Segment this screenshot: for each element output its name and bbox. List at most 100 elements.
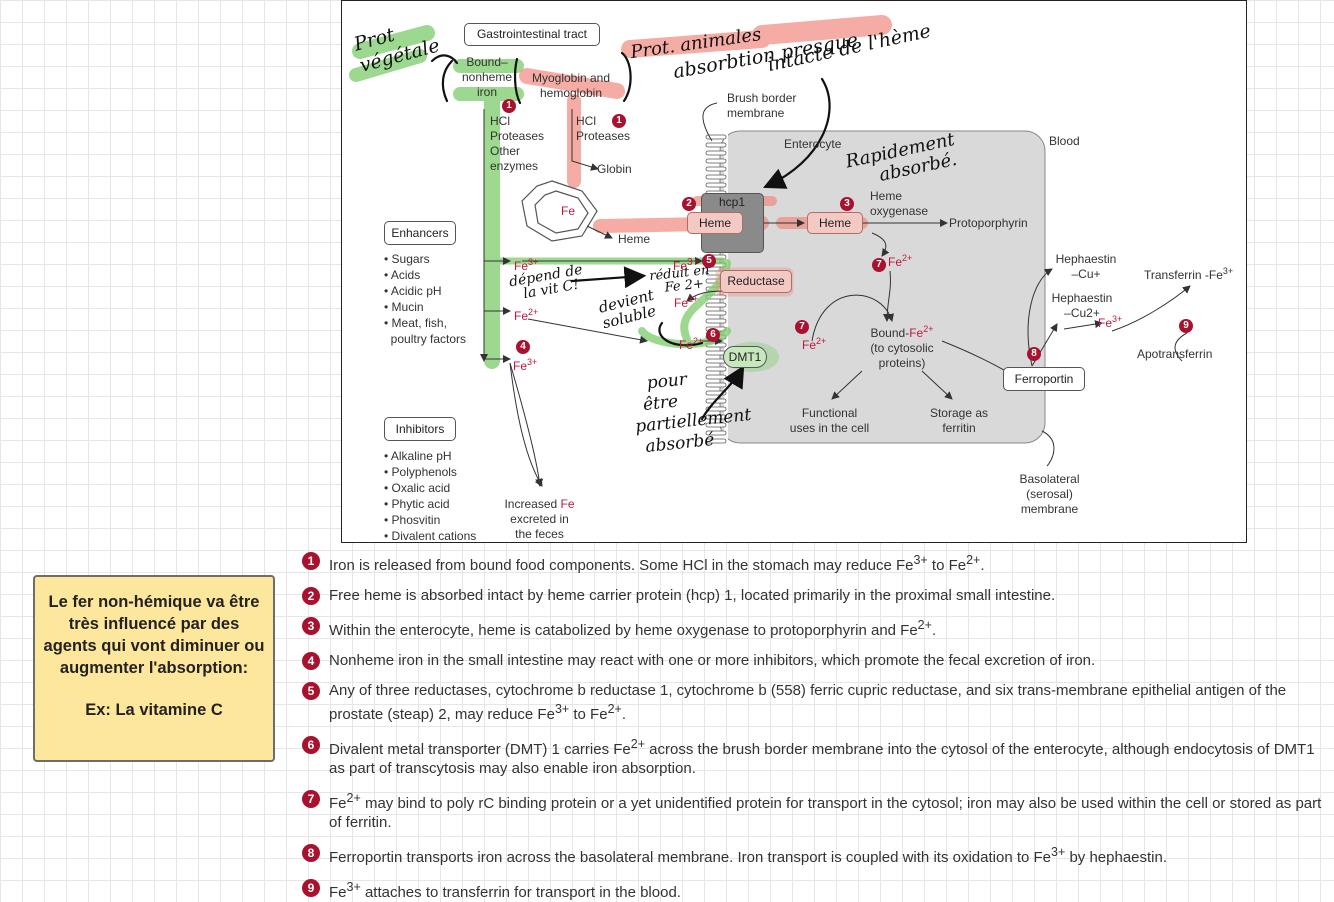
legend-step-badge: 8 — [302, 844, 320, 862]
heme-box-cytosol: Heme — [807, 212, 863, 234]
microvillus — [705, 174, 727, 180]
hephaestin-cu1-label: Hephaestin–Cu+ — [1055, 252, 1117, 281]
legend-step-text: Free heme is absorbed intact by heme car… — [329, 587, 1056, 604]
step-2-badge: 2 — [682, 197, 696, 211]
dmt1-box: DMT1 — [723, 346, 767, 368]
note-example: Ex: La vitamine C — [85, 701, 223, 719]
fe2-cytosol-label: Fe2+ — [802, 336, 827, 352]
microvillus — [705, 142, 727, 148]
fe2-heme-label: Fe2+ — [888, 253, 913, 269]
legend-step-2: 2 Free heme is absorbed intact by heme ca… — [302, 586, 1332, 605]
fe3-top-label: Fe3+ — [514, 257, 539, 273]
legend-step-badge: 5 — [302, 682, 320, 700]
fe2-reductase-label: Fe2+ — [674, 294, 699, 310]
legend-step-badge: 7 — [302, 790, 320, 808]
gi-tract-box: Gastrointestinal tract — [464, 23, 600, 46]
microvillus — [705, 422, 727, 428]
legend-step-text: Fe2+ may bind to poly rC binding protein… — [329, 791, 1322, 831]
hand-pour-etre: pour être partiellement absorbé — [634, 369, 753, 458]
inhibitor-list: • Alkaline pH • Polyphenols • Oxalic aci… — [384, 449, 477, 543]
protoporphyrin-label: Protoporphyrin — [949, 216, 1028, 230]
step-7-badge-lower: 7 — [795, 320, 809, 334]
legend-step-6: 6 Divalent metal transporter (DMT) 1 carr… — [302, 735, 1332, 778]
step-4-badge: 4 — [516, 340, 530, 354]
note-text: Le fer non-hémique va être très influenc… — [43, 593, 265, 677]
fe2-left-label: Fe2+ — [514, 307, 539, 323]
legend-step-badge: 2 — [302, 587, 320, 605]
step-3-badge: 3 — [840, 197, 854, 211]
microvillus — [705, 166, 727, 172]
legend-step-9: 9 Fe3+ attaches to transferrin for transp… — [302, 878, 1332, 902]
step-9-badge: 9 — [1179, 319, 1193, 333]
legend-step-7: 7 Fe2+ may bind to poly rC binding protei… — [302, 789, 1332, 832]
microvillus — [705, 134, 727, 140]
microvillus — [705, 318, 727, 324]
heme-ring — [521, 180, 598, 242]
legend-step-badge: 6 — [302, 736, 320, 754]
legend-step-4: 4 Nonheme iron in the small intestine may… — [302, 651, 1332, 670]
microvillus — [705, 414, 727, 420]
enterocyte-label: Enterocyte — [784, 137, 842, 151]
legend-step-text: Divalent metal transporter (DMT) 1 carri… — [329, 737, 1315, 777]
handwritten-strokes — [430, 51, 831, 421]
note-box: Le fer non-hémique va être très influenc… — [33, 575, 275, 762]
legend-step-text: Nonheme iron in the small intestine may … — [329, 652, 1096, 669]
fe-center-label: Fe — [561, 204, 576, 218]
step-6-badge: 6 — [706, 328, 720, 342]
microvillus — [705, 438, 727, 444]
basolateral-label: Basolateral(serosal)membrane — [1019, 472, 1080, 516]
enhancer-list: • Sugars • Acids • Acidic pH • Mucin • M… — [384, 252, 467, 346]
microvillus — [705, 430, 727, 436]
legend-step-8: 8 Ferroportin transports iron across the … — [302, 843, 1332, 867]
enhancers-box: Enhancers — [384, 221, 456, 245]
microvillus — [705, 158, 727, 164]
microvillus — [705, 302, 727, 308]
fe2-dmt-label: Fe2+ — [679, 336, 704, 352]
heme-box-membrane: Heme — [687, 212, 743, 234]
legend-step-text: Fe3+ attaches to transferrin for transpo… — [329, 880, 681, 901]
legend-step-text: Ferroportin transports iron across the b… — [329, 845, 1168, 866]
fe3-bottom-label: Fe3+ — [513, 357, 538, 373]
transferrin-label: Transferrin -Fe3+ — [1144, 266, 1234, 282]
legend-step-text: Iron is released from bound food compone… — [329, 553, 985, 574]
step-1-badge-right: 1 — [612, 114, 626, 128]
legend-step-text: Within the enterocyte, heme is cataboliz… — [329, 618, 937, 639]
reductase-box: Reductase — [720, 270, 792, 293]
heme-ring-label: Heme — [618, 232, 651, 246]
hcp1-label: hcp1 — [719, 195, 746, 209]
blood-label: Blood — [1049, 134, 1080, 148]
fe3-hephaestin-label: Fe3+ — [1098, 314, 1123, 330]
legend-step-badge: 4 — [302, 652, 320, 670]
hephaestin-cu2-label: Hephaestin–Cu2+ — [1051, 291, 1113, 320]
step-1-badge-left: 1 — [502, 99, 516, 113]
legend-step-badge: 9 — [302, 879, 320, 897]
fe3-reductase-label: Fe3+ — [673, 257, 699, 273]
inhibitors-box: Inhibitors — [384, 417, 456, 441]
legend-step-badge: 3 — [302, 617, 320, 635]
microvillus — [705, 310, 727, 316]
microvillus — [705, 182, 727, 188]
step-8-badge: 8 — [1027, 347, 1041, 361]
legend-step-3: 3 Within the enterocyte, heme is cataboli… — [302, 616, 1332, 640]
globin-label: Globin — [597, 162, 632, 176]
microvillus — [705, 150, 727, 156]
step-7-badge-upper: 7 — [872, 258, 886, 272]
ferroportin-box: Ferroportin — [1003, 367, 1085, 391]
apotransferrin-label: Apotransferrin — [1137, 347, 1213, 361]
step-5-badge: 5 — [702, 254, 716, 268]
